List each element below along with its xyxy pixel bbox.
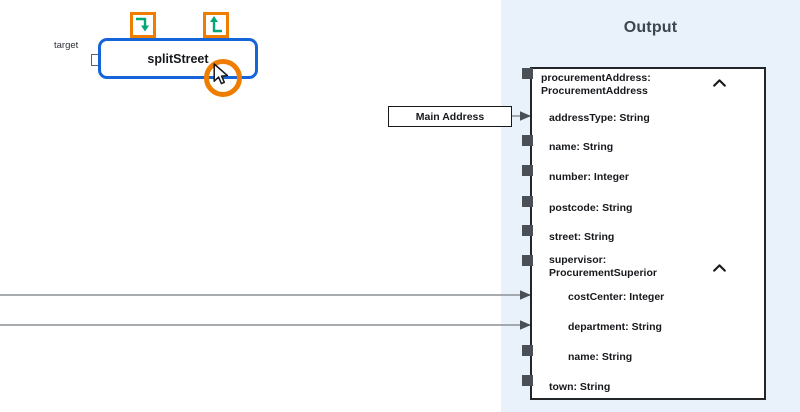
- tree-row-label[interactable]: department: String: [568, 321, 662, 333]
- tree-row-label[interactable]: procurementAddress: ProcurementAddress: [541, 72, 651, 97]
- output-structure-box: procurementAddress: ProcurementAddress ad…: [530, 67, 766, 400]
- chevron-up-icon[interactable]: [713, 79, 726, 87]
- mouse-cursor-icon: [213, 63, 229, 85]
- tree-row-label[interactable]: number: Integer: [549, 171, 629, 183]
- split-street-node-label: splitStreet: [147, 51, 209, 66]
- tree-row-label[interactable]: costCenter: Integer: [568, 291, 665, 303]
- main-address-connection-label[interactable]: Main Address: [388, 106, 512, 127]
- tree-row-label[interactable]: name: String: [568, 351, 633, 363]
- output-port[interactable]: [522, 196, 533, 207]
- chevron-up-icon[interactable]: [713, 264, 726, 272]
- tree-row-label[interactable]: addressType: String: [549, 112, 650, 124]
- tree-row-label[interactable]: town: String: [549, 381, 611, 393]
- tree-row-label[interactable]: street: String: [549, 231, 615, 243]
- output-panel-title: Output: [623, 19, 678, 36]
- output-port[interactable]: [522, 68, 533, 79]
- enter-arrow-icon[interactable]: [130, 12, 156, 38]
- exit-arrow-icon[interactable]: [203, 12, 229, 38]
- tree-row-label[interactable]: supervisor: ProcurementSuperior: [549, 254, 657, 279]
- output-port[interactable]: [522, 225, 533, 236]
- output-port[interactable]: [522, 165, 533, 176]
- tree-row-label[interactable]: name: String: [549, 141, 614, 153]
- output-port[interactable]: [522, 255, 533, 266]
- cursor-click-highlight: [204, 59, 242, 97]
- output-port[interactable]: [522, 375, 533, 386]
- output-port[interactable]: [522, 345, 533, 356]
- target-port-label: target: [54, 40, 79, 51]
- output-port[interactable]: [522, 135, 533, 146]
- tree-row-label[interactable]: postcode: String: [549, 202, 633, 214]
